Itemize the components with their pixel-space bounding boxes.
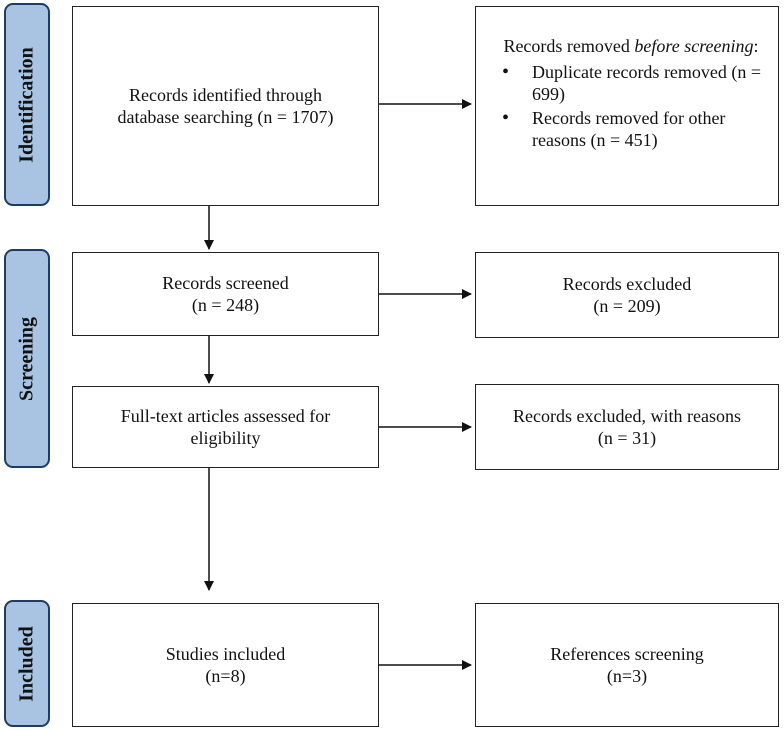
box-records-identified: Records identified through database sear…: [72, 6, 379, 206]
box-records-excluded-line2: (n = 209): [593, 296, 661, 316]
removed-list: Duplicate records removed (n = 699) Reco…: [498, 61, 764, 151]
box-full-text-assessed-line1: Full-text articles assessed for: [120, 406, 331, 426]
box-records-removed-before-screening: Records removed before screening: Duplic…: [475, 6, 779, 206]
box-records-excluded-reasons-line2: (n = 31): [597, 428, 657, 448]
removed-item-duplicates: Duplicate records removed (n = 699): [498, 61, 764, 105]
box-records-screened: Records screened (n = 248): [72, 252, 379, 336]
removed-heading-italic: before screening: [634, 36, 754, 56]
box-full-text-assessed: Full-text articles assessed for eligibil…: [72, 386, 379, 468]
phase-screening: Screening: [4, 249, 50, 468]
removed-heading-suffix: :: [753, 36, 759, 56]
box-records-excluded-reasons-line1: Records excluded, with reasons: [513, 406, 741, 426]
removed-heading: Records removed before screening:: [498, 35, 764, 57]
box-records-excluded: Records excluded (n = 209): [475, 252, 779, 338]
box-studies-included-line2: (n=8): [205, 666, 246, 686]
removed-item-other-reasons: Records removed for other reasons (n = 4…: [498, 107, 764, 151]
box-references-screening-line1: References screening: [550, 644, 704, 664]
box-records-identified-line2: database searching (n = 1707): [117, 107, 334, 127]
box-studies-included-line1: Studies included: [165, 644, 286, 664]
box-references-screening-line2: (n=3): [606, 666, 648, 686]
box-references-screening: References screening (n=3): [475, 603, 779, 727]
box-records-identified-line1: Records identified through: [129, 85, 322, 105]
box-full-text-assessed-line2: eligibility: [190, 428, 261, 448]
phase-included: Included: [4, 600, 50, 727]
phase-identification: Identification: [4, 3, 50, 206]
box-records-screened-line1: Records screened: [162, 273, 289, 293]
removed-heading-prefix: Records removed: [503, 36, 635, 56]
box-records-excluded-reasons: Records excluded, with reasons (n = 31): [475, 384, 779, 470]
box-records-excluded-line1: Records excluded: [562, 274, 692, 294]
box-studies-included: Studies included (n=8): [72, 603, 379, 727]
box-records-screened-line2: (n = 248): [191, 295, 260, 315]
